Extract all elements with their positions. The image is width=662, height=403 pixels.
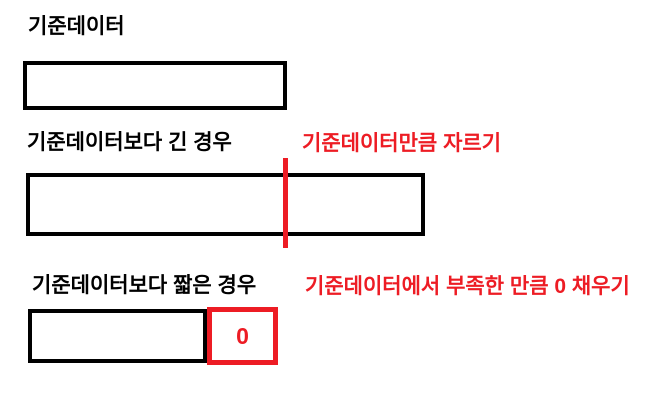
shorter-case-label: 기준데이터보다 짧은 경우 (32, 274, 257, 297)
base-data-label: 기준데이터 (28, 15, 125, 38)
shorter-case-annotation: 기준데이터에서 부족한 만큼 0 채우기 (305, 275, 630, 298)
zero-fill-value: 0 (236, 322, 249, 349)
zero-fill-box: 0 (207, 307, 278, 365)
cut-line (283, 158, 288, 248)
longer-case-label: 기준데이터보다 긴 경우 (27, 131, 232, 154)
shorter-data-box (28, 309, 207, 363)
base-data-box (23, 61, 287, 110)
longer-data-box (26, 173, 425, 236)
longer-case-annotation: 기준데이터만큼 자르기 (302, 132, 502, 155)
